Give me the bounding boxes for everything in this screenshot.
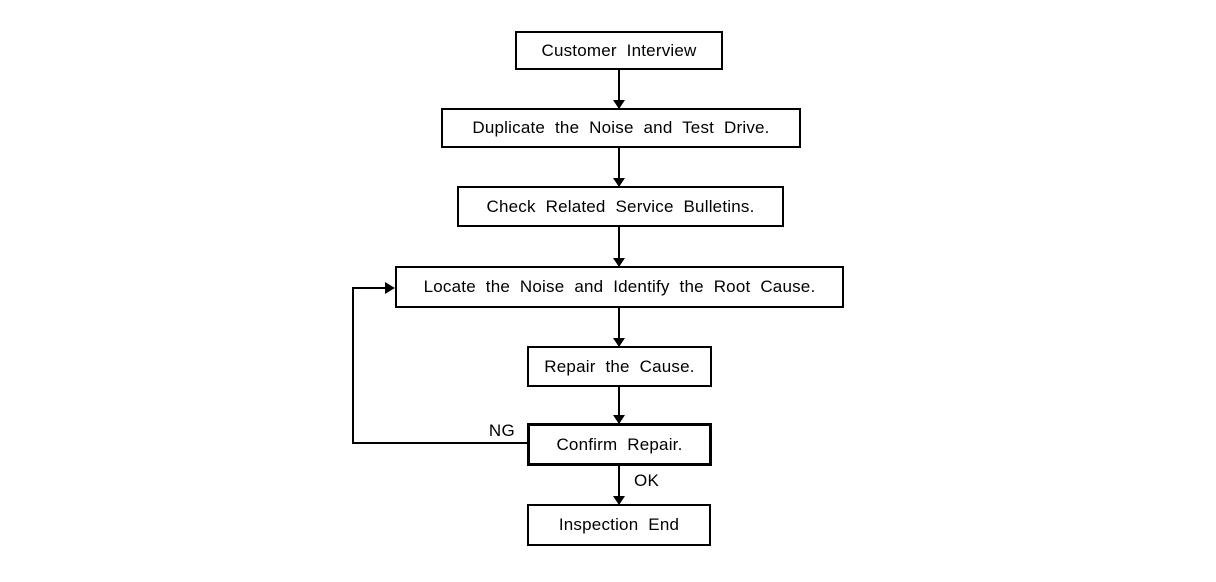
node-customer-interview: Customer Interview — [515, 31, 723, 70]
node-confirm-repair: Confirm Repair. — [527, 423, 712, 466]
node-check-bulletins: Check Related Service Bulletins. — [457, 186, 784, 227]
arrow-duplicate-to-bulletins — [613, 148, 625, 187]
ng-loop-bottom-segment — [352, 442, 527, 444]
ng-loop-vertical-segment — [352, 287, 354, 444]
edge-label-ok: OK — [634, 471, 660, 490]
node-duplicate-noise: Duplicate the Noise and Test Drive. — [441, 108, 801, 148]
ng-loop-arrowhead — [385, 282, 395, 294]
arrow-customer-to-duplicate — [613, 70, 625, 109]
arrow-locate-to-repair — [613, 308, 625, 347]
node-locate-noise: Locate the Noise and Identify the Root C… — [395, 266, 844, 308]
arrow-bulletins-to-locate — [613, 227, 625, 267]
node-repair-cause: Repair the Cause. — [527, 346, 712, 387]
arrow-confirm-to-end — [613, 466, 625, 505]
arrow-repair-to-confirm — [613, 387, 625, 424]
node-inspection-end: Inspection End — [527, 504, 711, 546]
edge-label-ng: NG — [488, 421, 515, 440]
ng-loop-top-segment — [352, 287, 386, 289]
